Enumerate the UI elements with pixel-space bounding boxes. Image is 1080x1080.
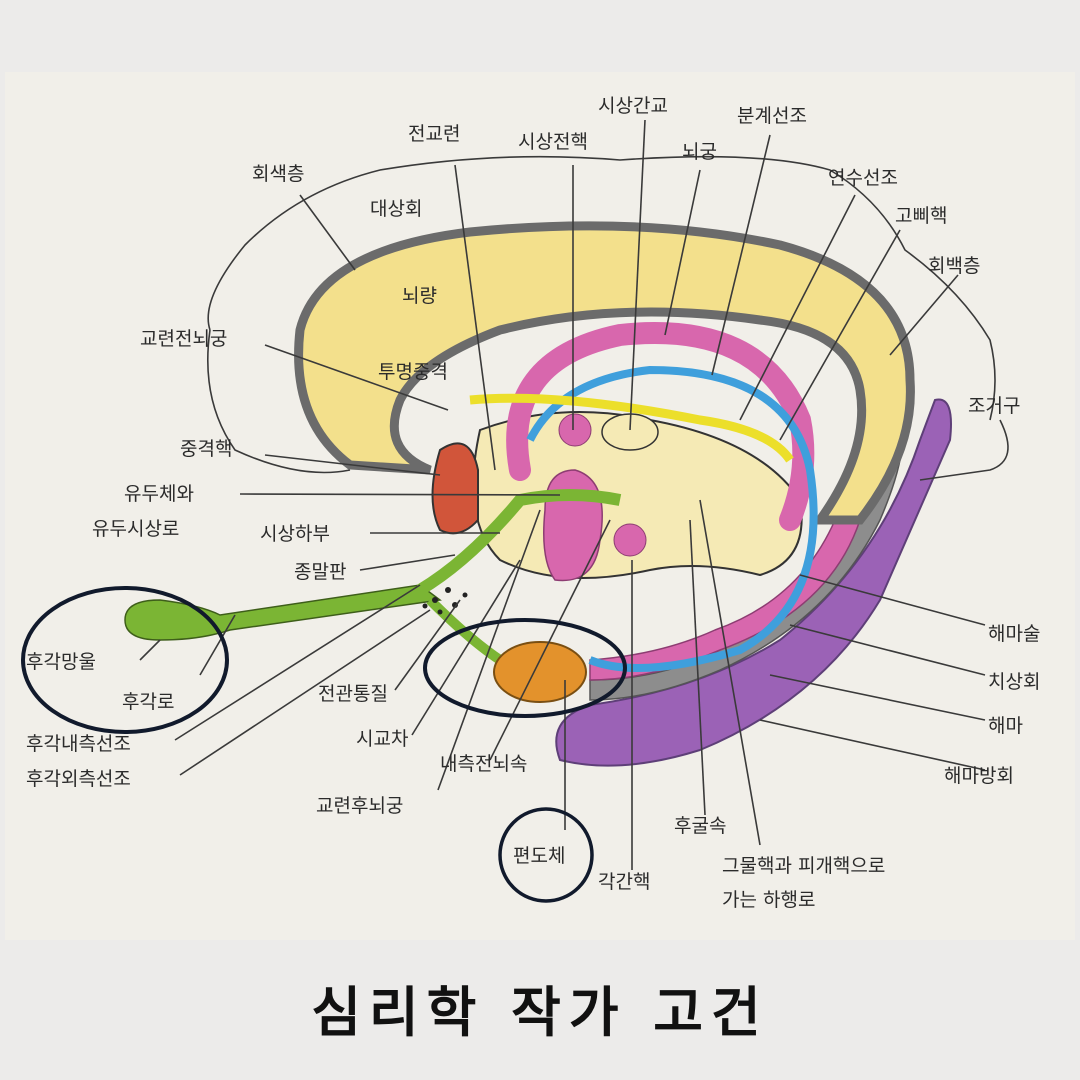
label-gray-layer: 회색층	[252, 163, 304, 185]
amygdala-shape	[493, 641, 587, 703]
label-olfactory-tract: 후각로	[122, 691, 174, 713]
corpus-callosum	[294, 221, 915, 525]
label-habenula: 고삐핵	[895, 205, 947, 227]
olfactory-bulb-shape	[124, 584, 442, 641]
cortex-outline-lower	[207, 329, 351, 474]
label-stria-medullaris: 연수선조	[828, 167, 898, 189]
diagram-labels: 회색층 대상회 전교련 시상전핵 시상간교 뇌궁 분계선조 연수선조 고삐핵 회…	[26, 95, 1040, 911]
label-lateral-olfactory-stria: 후각외측선조	[26, 768, 131, 790]
label-cingulate-gyrus: 대상회	[370, 198, 422, 220]
label-hypothalamus: 시상하부	[260, 523, 330, 545]
author-caption: 심리학 작가 고건	[311, 981, 769, 1044]
label-descending-2: 가는 하행로	[722, 889, 815, 911]
label-precommissural-fornix: 전교련	[408, 123, 460, 145]
label-lamina-terminalis: 종말판	[294, 561, 346, 583]
label-thalamic-reticular: 시상전핵	[518, 131, 588, 153]
label-medial-forebrain-bundle: 내측전뇌속	[440, 753, 527, 775]
label-interstitial-nucleus: 각간핵	[598, 871, 650, 893]
label-precommissural-fornix-fibers: 교련전뇌궁	[140, 328, 227, 350]
stria-medullaris-path	[469, 393, 794, 463]
label-amygdala: 편도체	[513, 845, 565, 867]
label-olfactory-bulb: 후각망울	[26, 651, 96, 673]
label-septum-pellucidum: 투명중격	[378, 361, 448, 383]
leader-lines	[139, 119, 1009, 870]
mammillothalamic-loop	[543, 469, 603, 582]
highlight-ring-olfactory	[21, 586, 229, 734]
label-calcarine-sulcus: 조거구	[968, 395, 1020, 417]
olfactory-stria-lower	[426, 596, 503, 665]
label-medial-olfactory-stria: 후각내측선조	[26, 733, 131, 755]
label-postcommissural-fornix: 교련후뇌궁	[316, 795, 403, 817]
label-septal-nucleus: 중격핵	[180, 438, 232, 460]
label-anterior-perforated: 전관통질	[318, 683, 388, 705]
label-fimbria: 해마술	[988, 623, 1040, 645]
interstitial-nucleus-node	[613, 523, 647, 557]
label-descending-1: 그물핵과 피개핵으로	[722, 855, 885, 877]
parahippocampal-band	[555, 398, 952, 767]
label-mammillary-1: 유두체와	[124, 483, 194, 505]
highlight-ring-amygdala	[423, 618, 627, 718]
stria-terminalis-path	[526, 365, 818, 672]
label-stria-terminalis: 분계선조	[737, 105, 807, 127]
label-indusium-griseum: 회백층	[928, 255, 980, 277]
label-parahippocampal-gyrus: 해마방회	[944, 765, 1014, 787]
label-fornix: 뇌궁	[682, 141, 717, 163]
label-corpus-callosum: 뇌량	[402, 285, 437, 307]
label-hippocampus: 해마	[988, 715, 1023, 737]
label-optic-chiasm: 시교차	[356, 728, 408, 750]
label-dorsal-longitudinal: 후굴속	[674, 815, 726, 837]
olfactory-stria	[416, 489, 622, 596]
highlight-ring-amygdala-label	[498, 807, 594, 903]
label-mammillary-2: 유두시상로	[92, 518, 179, 540]
anterior-thalamic-nucleus	[558, 413, 592, 447]
septal-nucleus	[431, 442, 479, 535]
label-interthalamic-adhesion: 시상간교	[598, 95, 668, 117]
cortex-outline	[207, 155, 996, 421]
label-dentate-gyrus: 치상회	[988, 671, 1040, 693]
